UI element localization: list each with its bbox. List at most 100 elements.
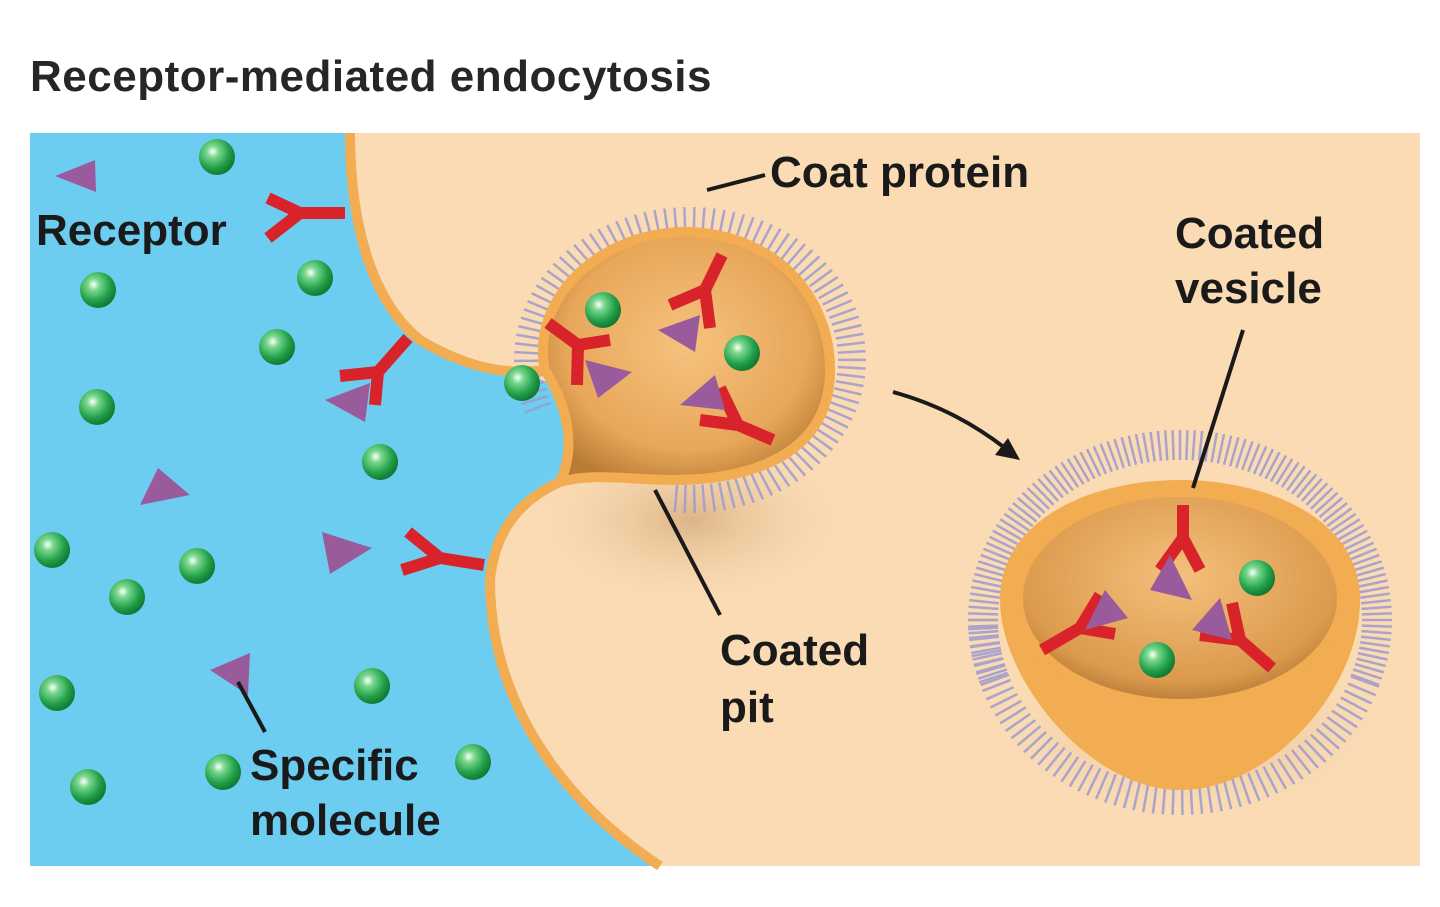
coat-protein-bristle [1331,709,1358,729]
extracellular-region [30,133,660,866]
coat-protein-bristle [836,341,865,347]
coat-protein-bristle [999,706,1027,725]
coat-protein-bristle [1030,736,1053,760]
coat-protein-bristle [765,466,782,492]
coat-protein-bristle [1361,612,1392,616]
coat-protein-bristle [1191,430,1197,461]
molecule [724,335,760,371]
molecule [39,675,75,711]
coat-protein-bristle [1291,749,1312,775]
coat-protein-bristle [1361,624,1392,628]
label-coated-pit-2: pit [720,683,774,732]
coat-protein-bristle [1010,719,1037,740]
molecule [259,329,295,365]
coat-protein-bristle [972,579,1003,588]
coat-protein-bristle [1113,438,1125,469]
coat-protein-bristle [1275,458,1294,485]
coat-protein-bristle [701,484,707,513]
coat-protein-bristle [1360,598,1391,605]
coat-protein-bristle [1216,433,1226,464]
coated-pit [538,226,836,490]
coat-protein-bristle [1003,512,1030,532]
coat-protein-bristle [972,652,1003,661]
plasma-membrane-upper [345,132,546,377]
coat-protein-bristle [1254,769,1270,798]
coat-protein-bristle [1252,445,1268,475]
coat-protein-bristle [1360,635,1391,642]
coat-protein-bristle [978,671,1008,684]
coat-protein-bristle [1303,739,1327,763]
coat-protein-bristle [980,673,1010,687]
coat-protein-bristle [992,529,1020,546]
receptor-2 [339,334,413,406]
coat-protein-bristle [825,299,853,313]
coat-protein-bristle [1333,518,1361,537]
coat-protein-bristle [1031,482,1055,506]
coat-protein-bristle [1016,725,1042,747]
coat-protein-bristle [1113,776,1125,806]
coat-protein-bristle [1347,682,1377,697]
receptor-3 [400,527,485,576]
coat-protein-bristle [995,523,1024,542]
coat-protein-bristle [1360,592,1391,599]
coat-protein-bristle [1280,461,1300,489]
coat-protein-bristle [750,473,765,500]
coat-protein-bristle [1262,766,1279,794]
molecule [199,139,235,175]
coat-protein-bristle [977,560,1008,572]
coat-protein-bristle [1322,502,1348,523]
receptor-group [264,192,1276,673]
coat-protein-bristle [994,699,1022,717]
coat-protein-bristle [1021,491,1046,514]
diagram-title: Receptor-mediated endocytosis [30,52,712,101]
coat-protein-bristle [975,664,1006,675]
coat-protein-bristle [1330,512,1357,532]
coat-protein-bristle [1336,523,1365,542]
coat-protein-bristle [968,605,999,611]
coat-protein-bristle [813,275,839,294]
coat-protein-bristle [1004,712,1032,732]
coat-protein-bristle [1359,646,1389,655]
arrow-head [995,438,1020,460]
coat-protein-bristle [1291,469,1312,495]
coat-protein-bristle [779,458,799,482]
coat-protein-bristle [1171,784,1175,815]
coat-protein-bristle [1247,772,1261,802]
receptor-5 [667,252,728,329]
coat-protein-bristle [1141,432,1150,463]
coat-protein-bristle [717,482,726,511]
label-coat-protein: Coat protein [770,148,1029,197]
ligand-5 [325,383,370,422]
coat-protein-bristle [1048,469,1069,495]
coat-protein-bristle [1247,443,1261,473]
coat-protein-bristle [1026,487,1050,510]
coat-protein-bristle [1264,451,1281,480]
molecule [585,292,621,328]
label-specific-molecule-2: molecule [250,796,441,845]
coat-protein-bristle [1352,560,1383,572]
molecule [504,365,540,401]
coat-protein-bristle [968,612,999,616]
vesicle-coat-proteins [968,430,1392,816]
molecule [70,769,106,805]
coat-protein-bristle [1007,507,1034,527]
coat-protein-bristle [1222,779,1233,810]
molecule-group [34,139,1275,805]
coat-protein-bristle [1235,438,1247,469]
coat-protein-bristle [757,223,773,250]
coat-protein-bristle [835,379,864,388]
coat-protein-bristle [1189,784,1194,815]
coat-protein-bristle [833,387,862,396]
ligand-8 [680,375,725,410]
coat-protein-bristle [1197,430,1204,462]
coat-protein-bristle [808,432,834,451]
coat-protein-bristle [982,678,1011,693]
coat-protein-bristle [968,629,999,635]
coat-protein-bristle [828,400,857,413]
ligand-2 [140,468,190,505]
coat-protein-bristle [734,478,746,506]
coat-protein-bristle [1079,451,1096,480]
molecule [455,744,491,780]
coat-protein-bristle [1318,496,1344,519]
coat-protein-bristle [1297,744,1320,769]
